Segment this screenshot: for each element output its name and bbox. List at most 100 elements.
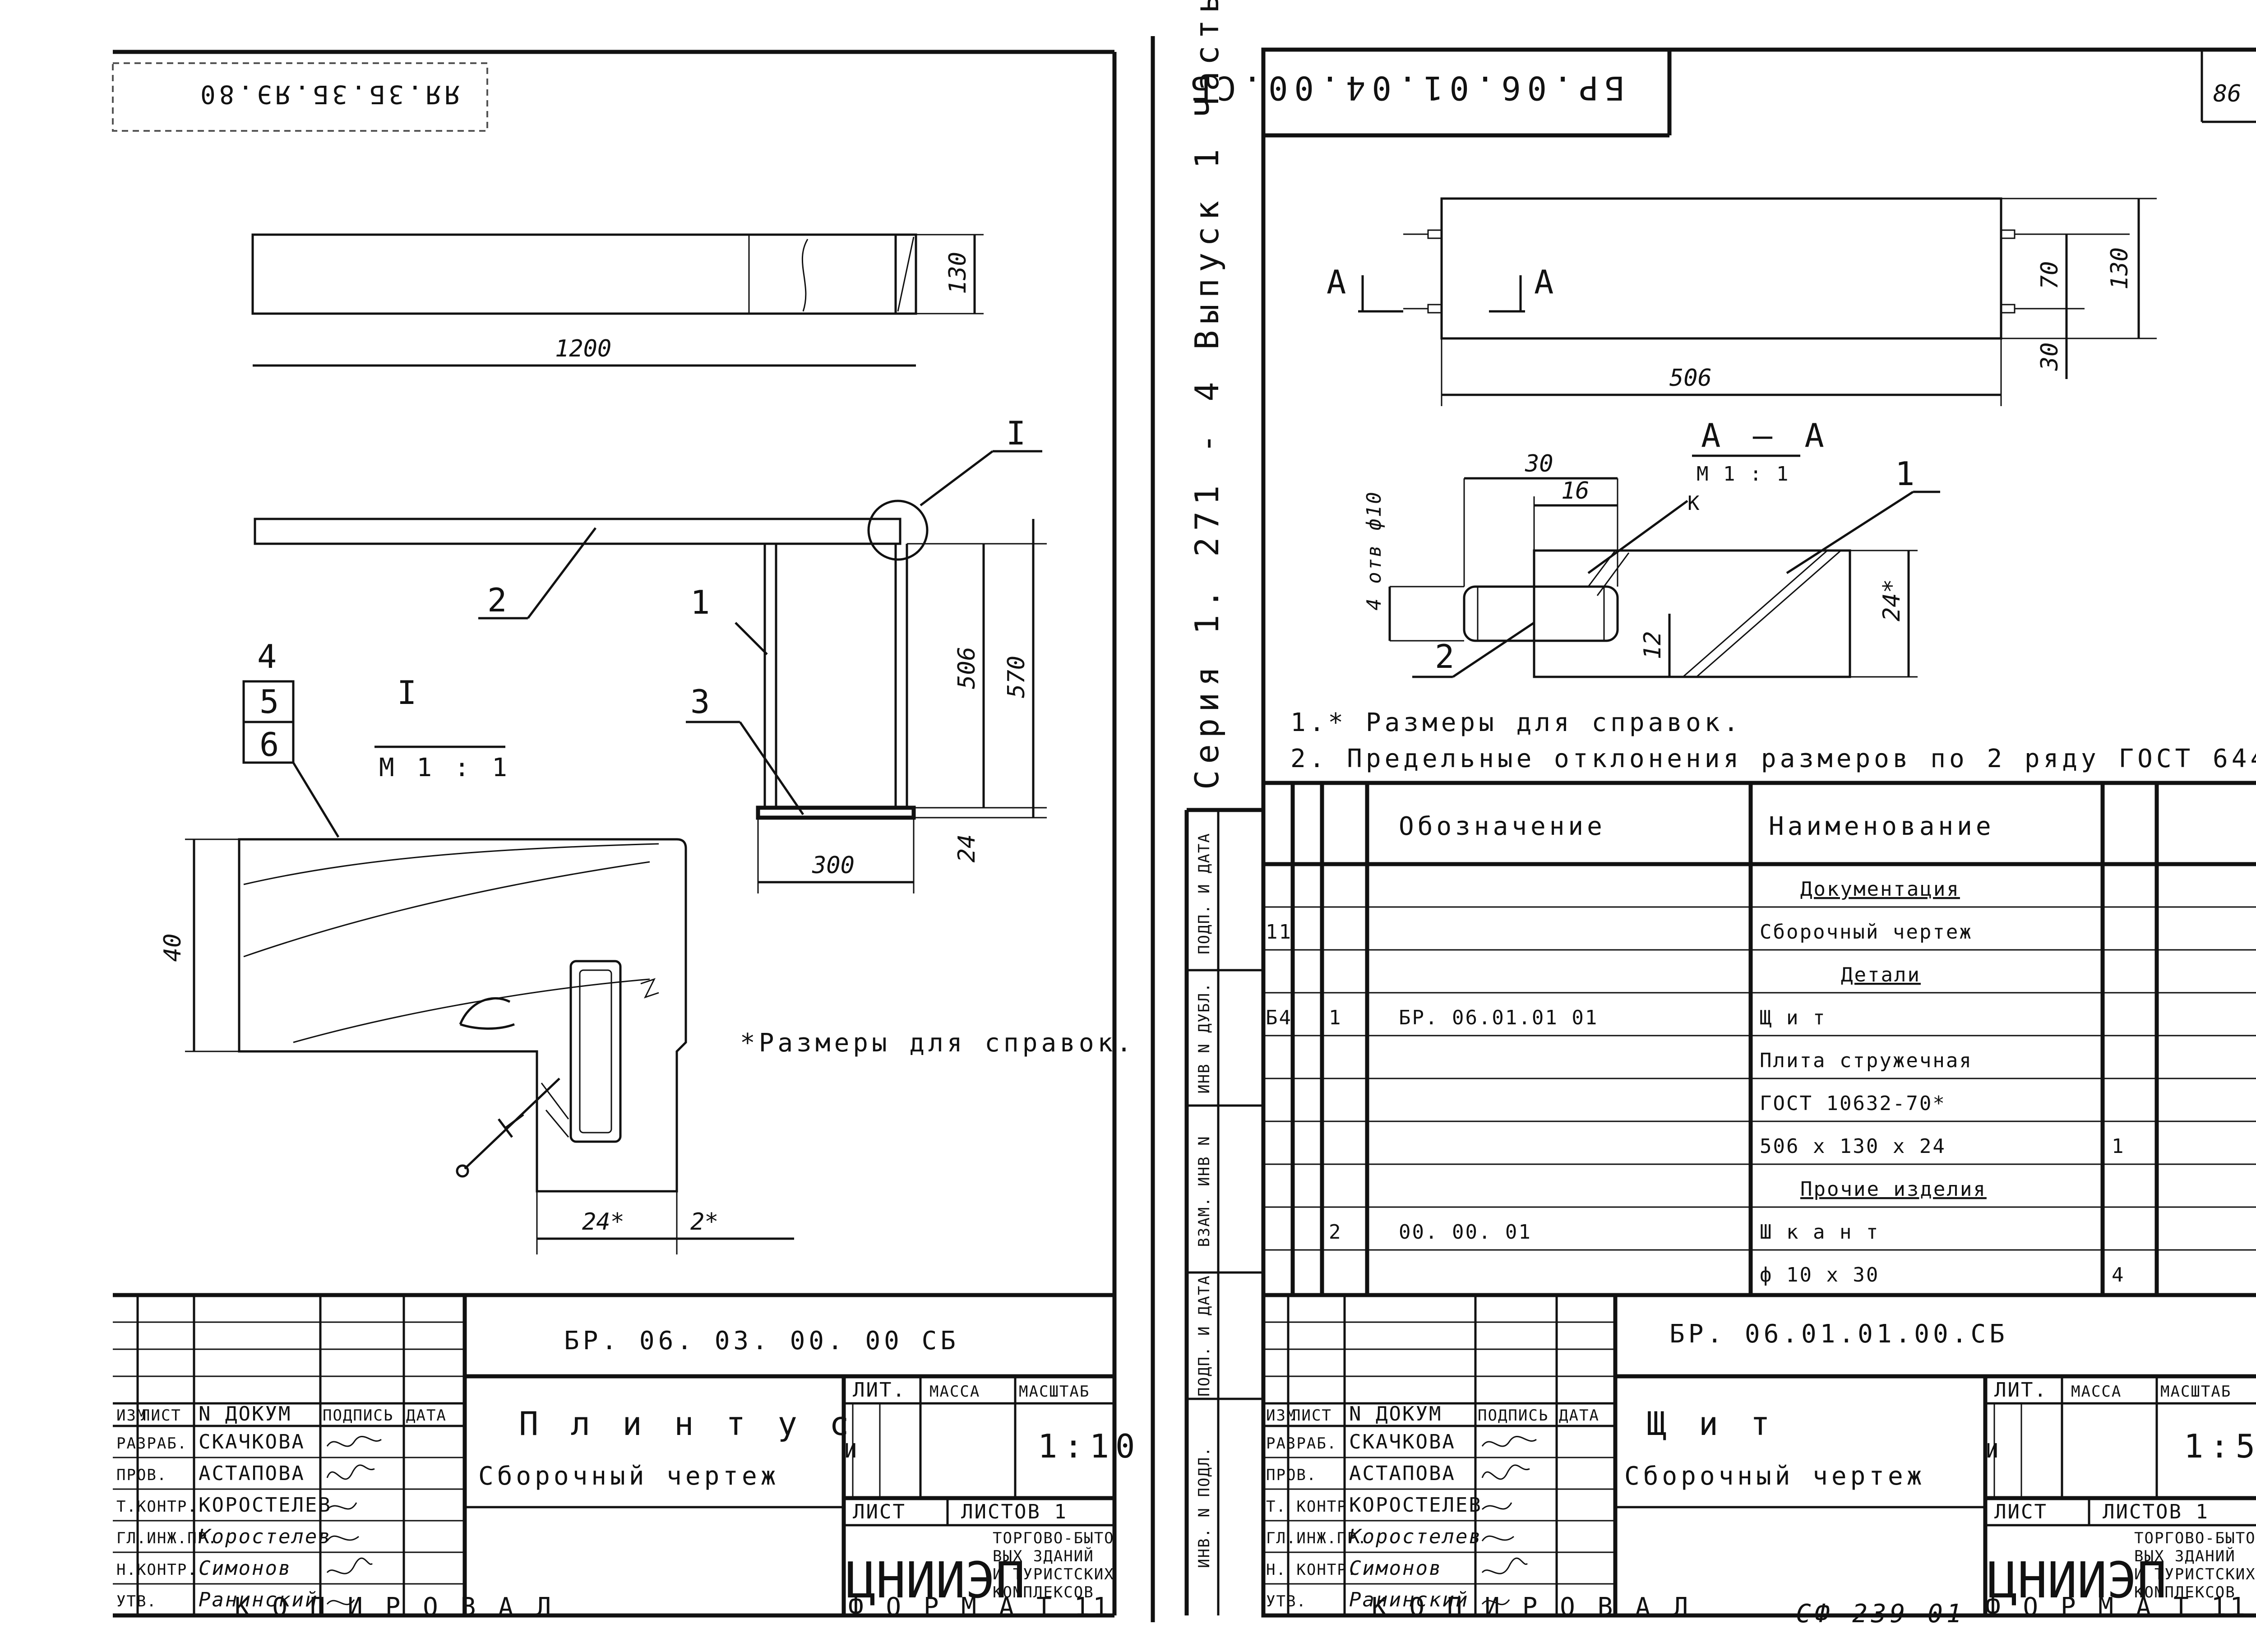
left-role-2: ПРОВ.	[116, 1466, 167, 1484]
margin-column: ПОДП. И ДАТА ИНВ N ДУБЛ. ВЗАМ. ИНВ N ПОД…	[1184, 808, 1263, 1615]
spec-row-8-naim: Прочие изделия	[1800, 1178, 1987, 1201]
left-masshtab-label: МАСШТАБ	[1019, 1383, 1090, 1401]
right-role-3: Т. КОНТР.	[1266, 1498, 1357, 1516]
left-org-name: ЦНИИЭП	[846, 1551, 1025, 1609]
series-side-text: Серия 1. 271 - 4 Выпуск 1 Часть I	[1188, 0, 1226, 790]
callout-6: 6	[259, 726, 285, 764]
section-mark-right: А	[1534, 263, 1560, 301]
left-head-podp: ПОДПИСЬ	[323, 1407, 393, 1425]
left-listov-label: ЛИСТОВ 1	[961, 1500, 1068, 1523]
right-role-5: Н. КОНТР.	[1266, 1561, 1357, 1579]
section-A-A: А — А М 1 : 1 30 16 К 4 отв ф10 2	[1363, 416, 1940, 678]
dim-detail-height: 40	[159, 934, 186, 962]
dim-sec-12: 12	[1639, 631, 1666, 660]
right-role-2: ПРОВ.	[1266, 1466, 1317, 1484]
spec-row-1-naim: Документация	[1800, 878, 1960, 901]
left-list-label: ЛИСТ	[853, 1500, 906, 1523]
right-org-desc-4: КОМПЛЕКСОВ	[2134, 1583, 2236, 1601]
left-lit-value: И	[845, 1439, 858, 1462]
left-doc-code: БР. 06. 03. 00. 00 СБ	[564, 1326, 959, 1356]
left-org-desc-2: ВЫХ ЗДАНИЙ	[993, 1547, 1094, 1565]
dim-base: 300	[812, 852, 855, 879]
left-format-label: Ф О Р М А Т 11	[848, 1592, 1112, 1622]
right-org-desc-2: ВЫХ ЗДАНИЙ	[2134, 1547, 2236, 1565]
right-head-ndok: N ДОКУМ	[1349, 1402, 1442, 1425]
right-scale-value: 1:5	[2184, 1427, 2256, 1465]
section-mark-left: А	[1327, 263, 1352, 301]
callout-3: 3	[690, 683, 716, 721]
spec-row-4-pos: 1	[1329, 1006, 1342, 1029]
plinth-section-view: I 2 1 3 506 570 24 300	[254, 414, 1047, 893]
left-massa-label: МАССА	[929, 1383, 980, 1401]
left-sheet: ЯЯ.ЗБ.ЗБ.ЯЭ.80 130 1200 I	[112, 50, 1135, 1622]
right-name-2: АСТАПОВА	[1349, 1462, 1456, 1485]
spec-row-9-pos: 2	[1329, 1221, 1342, 1244]
spec-row-9-oboz: 00. 00. 01	[1399, 1221, 1532, 1244]
right-org-name: ЦНИИЭП	[1988, 1551, 2167, 1609]
right-role-4: ГЛ.ИНЖ.ПР.	[1266, 1529, 1368, 1547]
callout-k: К	[1687, 492, 1701, 515]
left-head-izm: ИЗМ	[116, 1407, 147, 1425]
margin-label-5: ИНВ. N ПОДЛ.	[1195, 1446, 1213, 1568]
dim-detail-gap: 2*	[690, 1208, 719, 1236]
right-stamp-code: СФ-239-01	[1796, 1599, 1965, 1629]
right-head-podp: ПОДПИСЬ	[1478, 1407, 1549, 1425]
right-name-5: Симонов	[1349, 1557, 1442, 1580]
right-role-1: РАЗРАБ.	[1266, 1435, 1337, 1453]
dim-sec-16: 16	[1561, 477, 1590, 504]
right-role-6: УТВ.	[1266, 1592, 1307, 1610]
spec-row-5-naim: Плита стружечная	[1760, 1049, 1973, 1072]
left-title-subtitle: Сборочный чертеж	[478, 1462, 779, 1491]
spec-row-4-fmt: Б4	[1266, 1006, 1292, 1029]
margin-label-4: ПОДП. И ДАТА	[1195, 1275, 1213, 1397]
spec-row-4-naim: Щ и т	[1760, 1006, 1826, 1029]
left-name-1: СКАЧКОВА	[199, 1430, 305, 1453]
right-format-label: Ф О Р М А Т 11	[1985, 1592, 2249, 1622]
left-head-data: ДАТА	[406, 1407, 447, 1425]
right-doc-code: БР. 06.01.01.00.СБ	[1669, 1319, 2008, 1349]
plinth-top-view: 130 1200	[251, 233, 984, 367]
spec-header-naim: Наименование	[1769, 812, 1995, 841]
spec-table: Обозначение Наименование Документация 11…	[1263, 781, 2256, 1295]
page-number: 86	[2213, 80, 2242, 107]
left-head-list: ЛИСТ	[141, 1407, 181, 1425]
right-list-label: ЛИСТ	[1994, 1500, 2048, 1523]
callout-5: 5	[259, 683, 285, 721]
spec-row-7-qty: 1	[2112, 1135, 2125, 1158]
right-massa-label: МАССА	[2071, 1383, 2122, 1401]
right-frame	[1261, 47, 2256, 1618]
right-head-list: ЛИСТ	[1291, 1407, 1332, 1425]
right-name-3: КОРОСТЕЛЕВ	[1349, 1494, 1482, 1517]
dim-height: 130	[944, 252, 971, 294]
left-name-4: Коростелев	[198, 1525, 332, 1548]
dim-foot: 24	[953, 834, 980, 863]
left-title-block: ИЗМ ЛИСТ N ДОКУМ ПОДПИСЬ ДАТА РАЗРАБ. ПР…	[113, 1293, 1135, 1615]
section-scale: М 1 : 1	[1697, 463, 1789, 486]
detail-title: I	[397, 674, 423, 712]
corner-stamp-box	[112, 62, 488, 132]
right-head-data: ДАТА	[1559, 1407, 1600, 1425]
right-name-1: СКАЧКОВА	[1349, 1430, 1456, 1453]
left-role-4: ГЛ.ИНЖ.ПР.	[116, 1529, 218, 1547]
section-title: А — А	[1701, 416, 1831, 454]
margin-label-3: ВЗАМ. ИНВ N	[1195, 1135, 1213, 1247]
spec-row-2-fmt: 11	[1266, 921, 1292, 944]
left-role-6: УТВ.	[116, 1592, 157, 1610]
margin-label-1: ПОДП. И ДАТА	[1195, 833, 1213, 954]
right-top-code: БР.06.01.04.00.СБ	[1184, 69, 1624, 107]
left-org-desc-3: И ТУРИСТСКИХ	[993, 1565, 1114, 1583]
left-head-ndok: N ДОКУМ	[199, 1402, 291, 1425]
callout-section-2: 2	[1435, 638, 1461, 676]
callout-1: 1	[690, 583, 716, 621]
detail-node-circle	[867, 500, 929, 561]
right-name-4: Коростелев	[1349, 1525, 1482, 1548]
right-org-desc-1: ТОРГОВО-БЫТО	[2134, 1529, 2256, 1547]
left-org-desc-4: КОМПЛЕКСОВ	[993, 1583, 1094, 1601]
dim-length: 1200	[555, 335, 611, 362]
right-name-6: Ранинский	[1349, 1588, 1469, 1611]
right-copied-label: К О П И Р О В А Л	[1372, 1592, 1692, 1622]
spec-row-4-oboz: БР. 06.01.01 01	[1399, 1006, 1598, 1029]
right-lit-label: ЛИТ.	[1994, 1379, 2048, 1402]
left-name-3: КОРОСТЕЛЕВ	[199, 1494, 332, 1517]
